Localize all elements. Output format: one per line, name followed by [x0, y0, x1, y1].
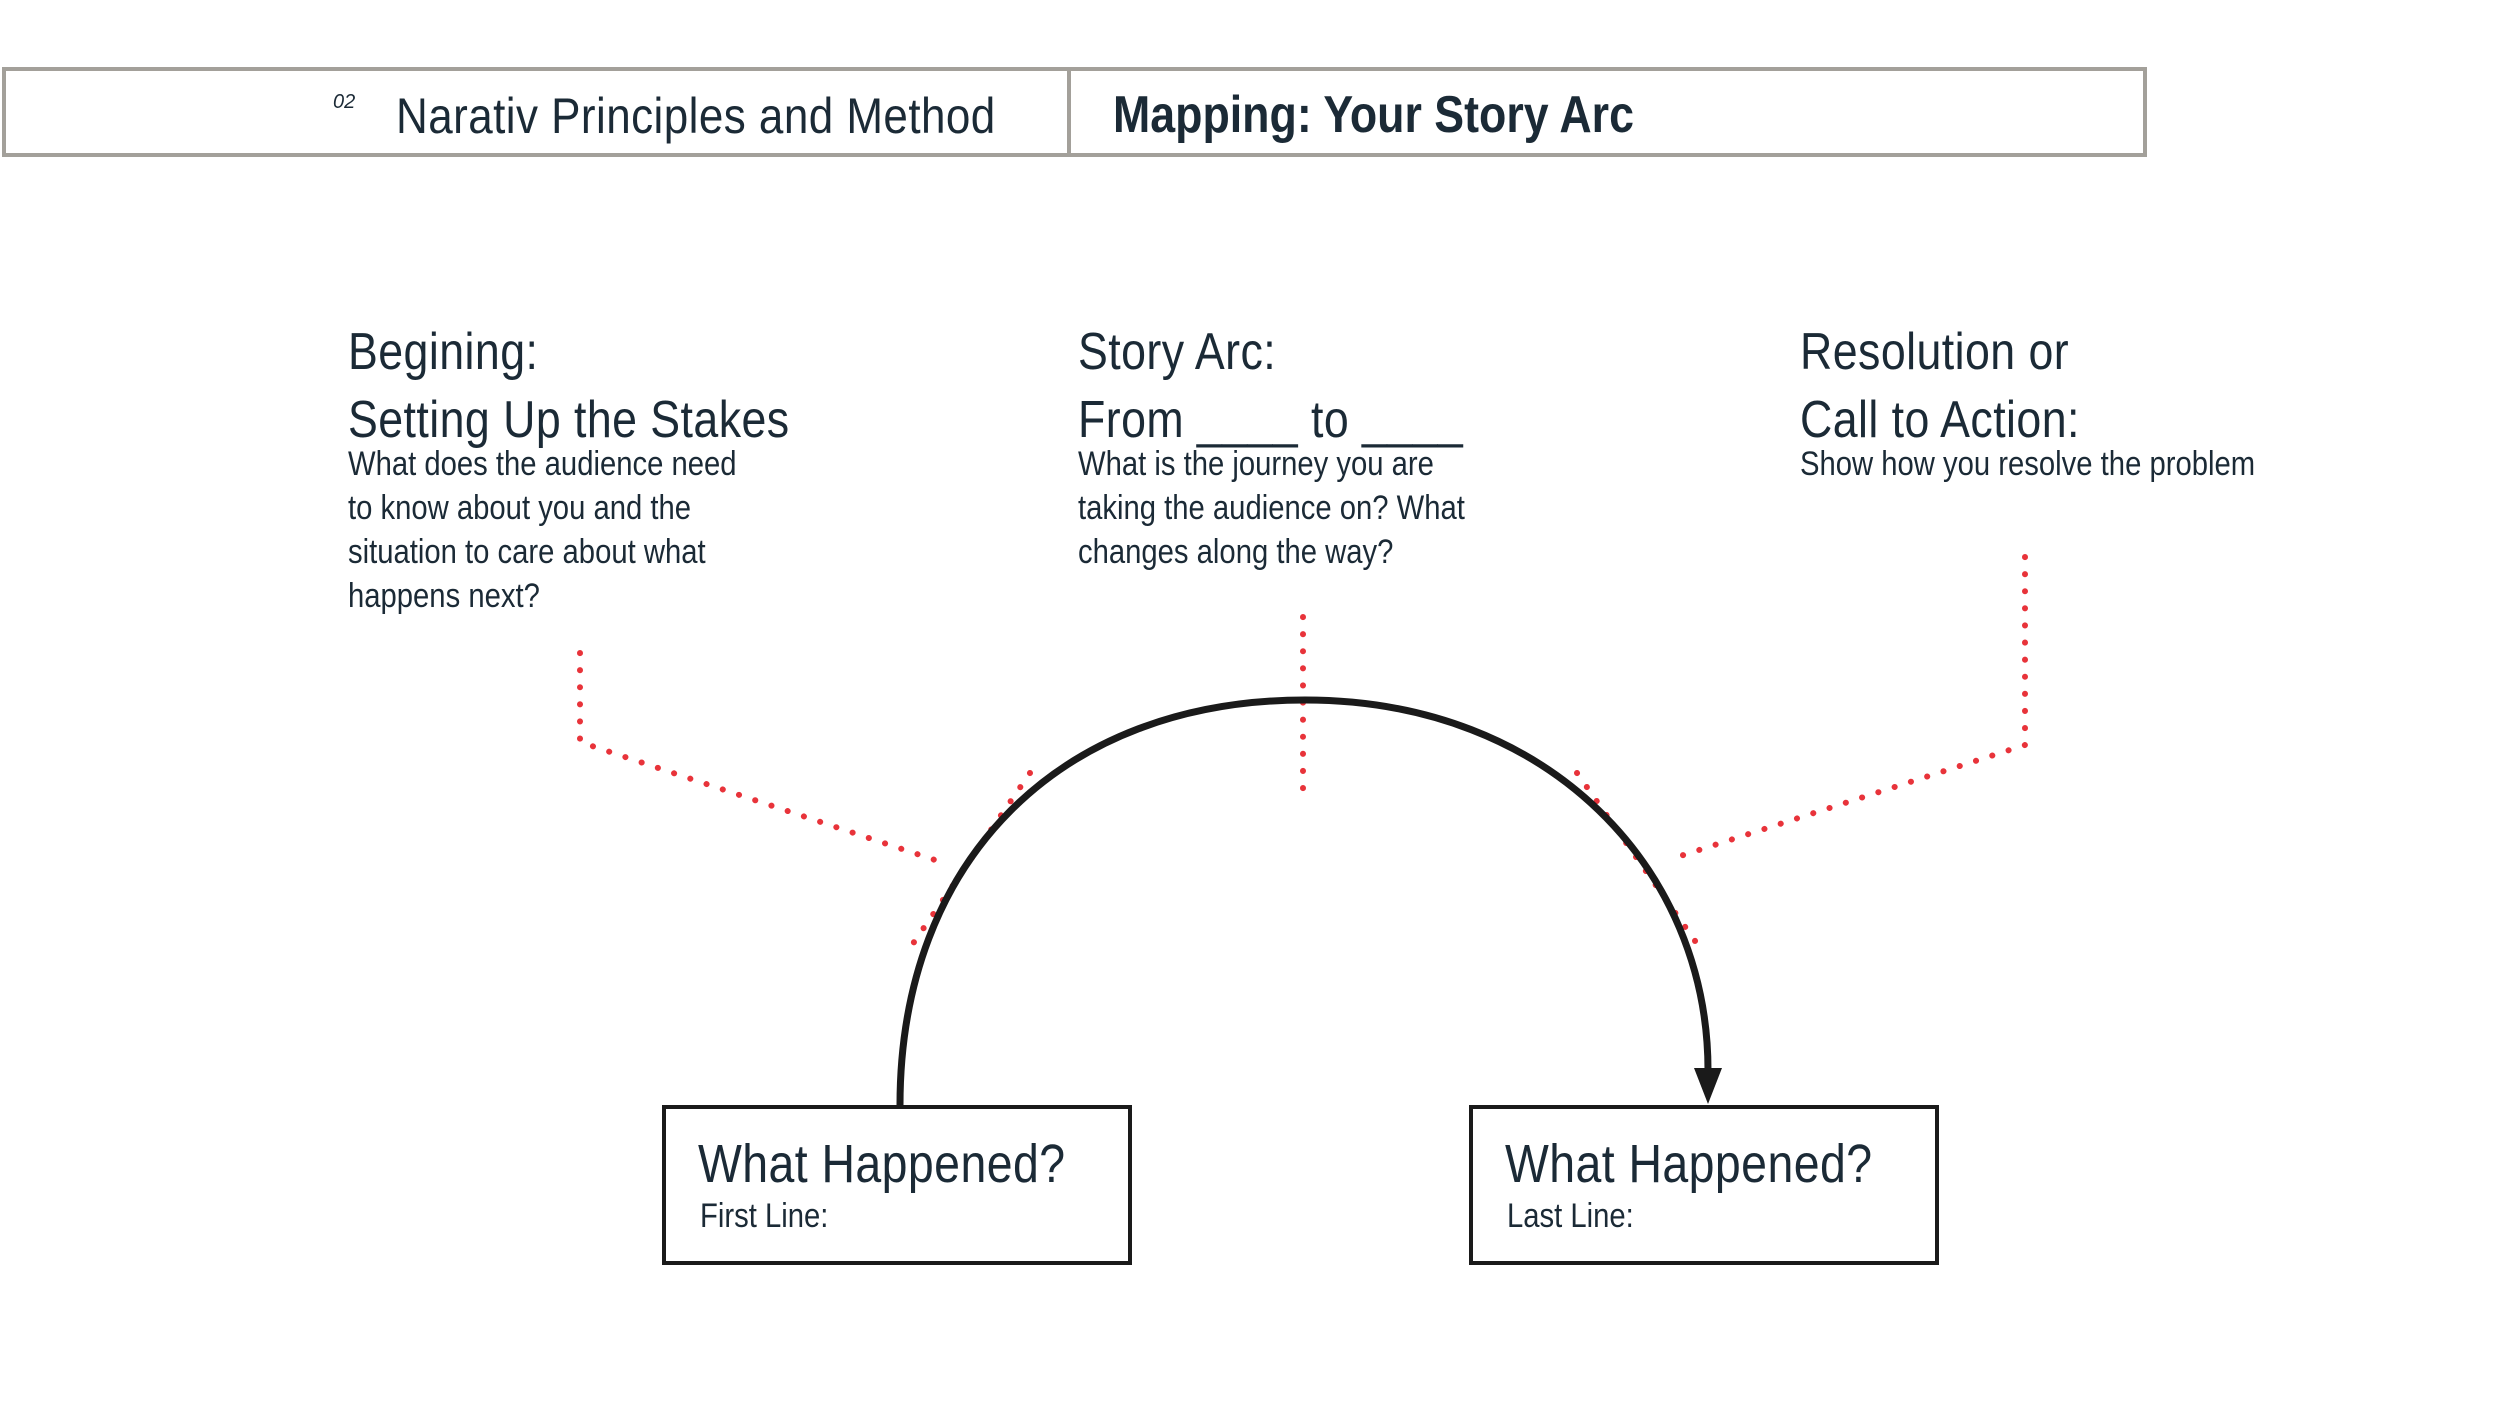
- story-arc-desc-line: What is the journey you are: [1078, 445, 1434, 483]
- beginning-description: What does the audience need to know abou…: [348, 442, 790, 618]
- beginning-block: Begining: Setting Up the Stakes What doe…: [348, 318, 861, 618]
- beginning-tick: [907, 770, 1033, 951]
- page-number: 02: [333, 91, 356, 113]
- story-arc-block: Story Arc: From ____ to ____ What is the…: [1078, 318, 1528, 574]
- first-line-label: First Line:: [700, 1197, 829, 1235]
- beginning-title-line1: Begining:: [348, 323, 539, 381]
- last-box-title: What Happened?: [1505, 1134, 1873, 1194]
- story-arc-title-line1: Story Arc:: [1078, 323, 1277, 381]
- first-box-title: What Happened?: [698, 1134, 1066, 1194]
- last-line-label: Last Line:: [1507, 1197, 1634, 1235]
- story-arc-description: What is the journey you are taking the a…: [1078, 442, 1465, 574]
- story-arc-desc-line: taking the audience on? What: [1078, 489, 1465, 527]
- first-line-box[interactable]: What Happened? First Line:: [662, 1105, 1132, 1265]
- beginning-title-line2: Setting Up the Stakes: [348, 391, 790, 449]
- arc-arrowhead: [1694, 1068, 1722, 1104]
- beginning-desc-line: What does the audience need: [348, 445, 737, 483]
- beginning-desc-line: situation to care about what: [348, 533, 706, 571]
- beginning-connector: [577, 650, 938, 863]
- section-title: Narativ Principles and Method: [396, 88, 996, 144]
- beginning-desc-line: to know about you and the: [348, 489, 692, 527]
- story-arc-curve: [896, 696, 1712, 1106]
- header-bar: 02 Narativ Principles and Method Mapping…: [2, 67, 2147, 157]
- resolution-desc-line: Show how you resolve the problem: [1800, 445, 2256, 483]
- resolution-block: Resolution or Call to Action: Show how y…: [1800, 318, 2329, 486]
- resolution-title-line2: Call to Action:: [1800, 391, 2080, 449]
- beginning-desc-line: happens next?: [348, 577, 540, 615]
- resolution-tick: [1574, 770, 1703, 951]
- page-title: Mapping: Your Story Arc: [1113, 86, 1634, 144]
- header-section-cell: 02 Narativ Principles and Method: [6, 71, 1071, 153]
- story-arc-desc-line: changes along the way?: [1078, 533, 1394, 571]
- last-line-box[interactable]: What Happened? Last Line:: [1469, 1105, 1939, 1265]
- resolution-connector: [1665, 554, 2028, 863]
- resolution-title-line1: Resolution or: [1800, 323, 2070, 381]
- story-arc-title-line2: From ____ to ____: [1078, 391, 1464, 449]
- resolution-description: Show how you resolve the problem: [1800, 442, 2255, 486]
- header-title-cell: Mapping: Your Story Arc: [1071, 71, 2143, 153]
